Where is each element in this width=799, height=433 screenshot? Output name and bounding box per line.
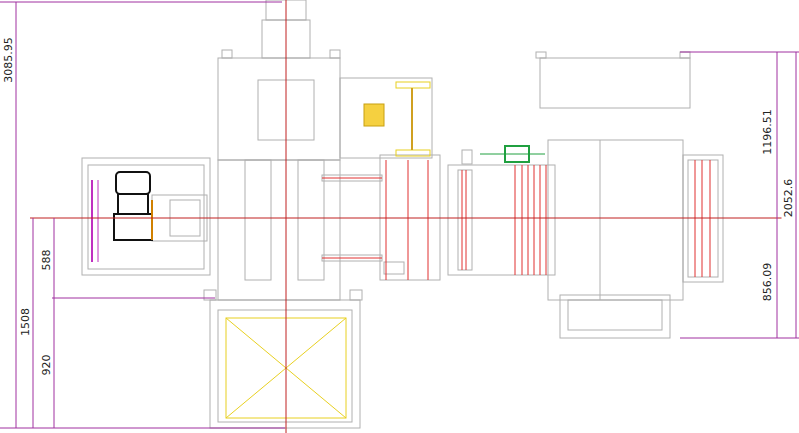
dimension-value: 856.09 [761,261,774,304]
dimension-value: 920 [40,353,53,378]
dimension-value: 2052.6 [782,177,795,220]
dimension-value: 1508 [19,306,32,338]
dimension-value: 588 [40,248,53,273]
dimension-value: 3085.95 [2,35,15,85]
dimension-value: 1196.51 [761,107,774,157]
